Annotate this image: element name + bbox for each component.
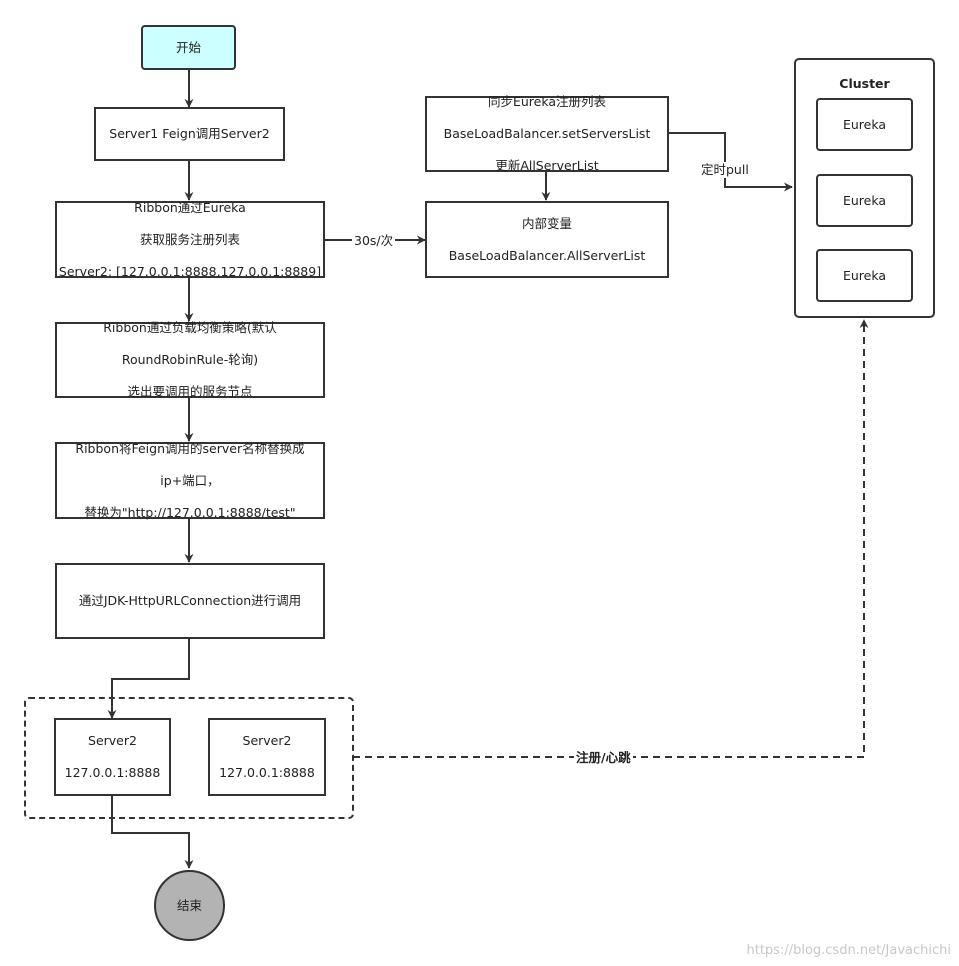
sync-line-3: 更新AllServerList	[495, 158, 599, 173]
eureka-node-3[interactable]: Eureka	[816, 249, 913, 302]
step-ribbon-replace-url[interactable]: Ribbon将Feign调用的server名称替换成 ip+端口， 替换为"ht…	[55, 440, 325, 520]
server2-instance-a[interactable]: Server2 127.0.0.1:8888	[54, 718, 171, 796]
edge-heartbeat	[353, 319, 869, 758]
pull-label: 定时pull	[699, 162, 751, 178]
sync-line-1: 同步Eureka注册列表	[487, 94, 607, 109]
inner-var-line-1: 内部变量	[521, 215, 572, 231]
step3-line-2: RoundRobinRule-轮询)	[121, 352, 259, 367]
step-jdk-http-call[interactable]: 通过JDK-HttpURLConnection进行调用	[55, 563, 325, 639]
step2-line-1: Ribbon通过Eureka	[134, 199, 246, 215]
server-a-name: Server2	[88, 733, 137, 748]
end-node[interactable]: 结束	[154, 870, 225, 941]
step2-line-2: 获取服务注册列表	[139, 231, 240, 247]
sync-line-2: BaseLoadBalancer.setServersList	[443, 126, 651, 141]
server-b-address: 127.0.0.1:8888	[219, 765, 315, 780]
step2-line-3: Server2: [127.0.0.1:8888,127.0.0.1:8889]	[58, 263, 322, 279]
step4-line-2: ip+端口，	[160, 472, 220, 488]
step-ribbon-fetch-registry[interactable]: Ribbon通过Eureka 获取服务注册列表 Server2: [127.0.…	[55, 199, 325, 279]
step-ribbon-load-balance[interactable]: Ribbon通过负载均衡策略(默认 RoundRobinRule-轮询) 选出要…	[55, 320, 325, 399]
server-b-name: Server2	[242, 733, 292, 748]
server2-instance-group[interactable]	[24, 697, 354, 819]
server2-instance-b[interactable]: Server2 127.0.0.1:8888	[208, 718, 326, 796]
edge-sync-to-cluster	[669, 132, 793, 192]
watermark: https://blog.csdn.net/Javachichi	[746, 943, 951, 958]
sync-eureka-registry[interactable]: 同步Eureka注册列表 BaseLoadBalancer.setServers…	[425, 94, 669, 173]
step3-line-3: 选出要调用的服务节点	[127, 384, 253, 399]
step3-line-1: Ribbon通过负载均衡策略(默认	[103, 320, 277, 335]
inner-variable-node[interactable]: 内部变量 BaseLoadBalancer.AllServerList	[425, 201, 669, 278]
server-a-address: 127.0.0.1:8888	[64, 765, 161, 780]
start-node[interactable]: 开始	[141, 25, 236, 70]
step4-line-1: Ribbon将Feign调用的server名称替换成	[75, 440, 305, 456]
heartbeat-label: 注册/心跳	[574, 750, 633, 766]
interval-label: 30s/次	[352, 233, 396, 249]
eureka-node-2[interactable]: Eureka	[816, 174, 913, 227]
step4-line-3: 替换为"http://127.0.0.1:8888/test"	[84, 504, 296, 520]
cluster-title: Cluster	[839, 76, 890, 91]
inner-var-line-2: BaseLoadBalancer.AllServerList	[448, 247, 646, 263]
eureka-node-1[interactable]: Eureka	[816, 98, 913, 151]
edge-server-to-end	[111, 795, 194, 869]
step-feign-call[interactable]: Server1 Feign调用Server2	[94, 107, 285, 161]
